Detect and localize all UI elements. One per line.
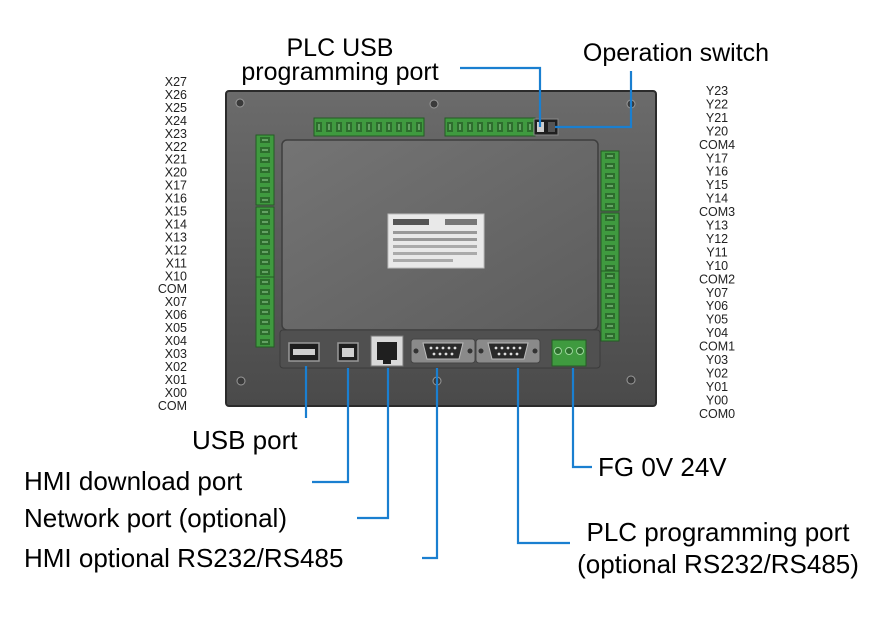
plc-usb-label-line2: programming port — [241, 58, 438, 86]
device-back-panel — [225, 90, 657, 407]
output-pin-label: Y13 — [706, 219, 728, 233]
input-pin-label: COM — [158, 282, 187, 296]
output-pin-label: Y10 — [706, 259, 728, 273]
output-pin-label: Y03 — [706, 353, 728, 367]
output-pin-label: COM1 — [699, 340, 735, 354]
network-port-label: Network port (optional) — [24, 503, 287, 533]
output-pin-label: Y14 — [706, 192, 728, 206]
input-pin-label: X20 — [165, 166, 187, 180]
input-pin-label: X25 — [165, 101, 187, 115]
input-pin-label: X04 — [165, 334, 187, 348]
fg-0v-24v-label: FG 0V 24V — [598, 452, 727, 482]
callout-lines — [304, 66, 633, 560]
input-pin-label: X12 — [165, 243, 187, 257]
input-pin-label: X15 — [165, 205, 187, 219]
input-pin-label: X21 — [165, 153, 187, 167]
plc-programming-port-label-line2: (optional RS232/RS485) — [577, 549, 859, 579]
output-pin-label: Y00 — [706, 393, 728, 407]
output-pin-label: Y21 — [706, 111, 728, 125]
output-pin-label: COM2 — [699, 272, 735, 286]
db9-port-icon[interactable] — [410, 338, 476, 364]
output-pin-label: Y05 — [706, 313, 728, 327]
input-pin-label: X26 — [165, 88, 187, 102]
terminal-block — [255, 276, 275, 348]
input-pin-label: X11 — [166, 256, 187, 270]
input-pin-label: X27 — [165, 75, 187, 89]
output-pin-labels: Y23Y22Y21Y20COM4Y17Y16Y15Y14COM3Y13Y12Y1… — [699, 84, 735, 421]
terminal-block — [600, 212, 620, 274]
operation-switch-label: Operation switch — [583, 39, 769, 67]
callout-line-plc-usb — [460, 66, 542, 127]
output-pin-label: Y01 — [706, 380, 728, 394]
input-pin-label: X14 — [165, 217, 187, 231]
output-pin-label: Y23 — [706, 84, 728, 98]
input-pin-label: X03 — [165, 347, 187, 361]
usb-port-label: USB port — [192, 425, 298, 455]
input-pin-label: X23 — [165, 127, 187, 141]
input-pin-label: X22 — [165, 140, 187, 154]
callout-line-hmi-download — [312, 368, 350, 484]
terminal-block — [600, 270, 620, 342]
callout-line-network — [357, 368, 390, 520]
terminal-block — [600, 150, 620, 212]
input-pin-label: X01 — [165, 373, 187, 387]
output-pin-label: Y16 — [706, 165, 728, 179]
terminal-block — [255, 134, 275, 206]
usb-port-icon[interactable] — [288, 342, 320, 362]
output-pin-label: COM3 — [699, 205, 735, 219]
terminal-block — [313, 117, 425, 137]
output-pin-label: COM0 — [699, 407, 735, 421]
output-pin-label: Y12 — [706, 232, 728, 246]
input-pin-label: X07 — [165, 295, 187, 309]
terminal-block — [255, 206, 275, 278]
output-pin-label: Y22 — [706, 97, 728, 111]
callout-line-operation-switch — [555, 71, 633, 129]
output-pin-label: Y06 — [706, 299, 728, 313]
input-pin-label: COM — [158, 399, 187, 413]
input-pin-label: X10 — [165, 269, 187, 283]
input-pin-label: X00 — [165, 386, 187, 400]
db9-port-icon[interactable] — [475, 338, 541, 364]
hmi-download-port[interactable] — [337, 342, 359, 362]
output-pin-label: Y17 — [706, 151, 728, 165]
input-pin-label: X24 — [165, 114, 187, 128]
input-pin-label: X17 — [165, 179, 187, 193]
power-terminal[interactable] — [551, 339, 587, 367]
input-pin-label: X16 — [165, 192, 187, 206]
operation-switch[interactable] — [533, 118, 559, 136]
plc-programming-port-label-line1: PLC programming port — [587, 517, 851, 547]
hmi-download-port-label: HMI download port — [24, 466, 243, 496]
rj45-port-icon[interactable] — [370, 335, 404, 367]
output-pin-label: Y11 — [706, 245, 727, 259]
callout-line-plc-programming — [516, 368, 570, 545]
output-pin-label: Y15 — [706, 178, 728, 192]
product-label — [387, 213, 485, 269]
input-pin-label: X05 — [165, 321, 187, 335]
input-pin-label: X13 — [165, 230, 187, 244]
terminal-block — [444, 117, 536, 137]
port-group — [288, 335, 587, 367]
input-pin-labels: X27X26X25X24X23X22X21X20X17X16X15X14X13X… — [158, 75, 187, 413]
callout-line-fg — [571, 368, 592, 469]
output-pin-label: COM4 — [699, 138, 735, 152]
output-pin-label: Y04 — [706, 326, 728, 340]
plc-usb-label-line1: PLC USB — [287, 34, 394, 62]
callout-line-hmi-rs — [422, 368, 439, 560]
hmi-rs232-rs485-label: HMI optional RS232/RS485 — [24, 543, 343, 573]
output-pin-label: Y20 — [706, 124, 728, 138]
input-pin-label: X06 — [165, 308, 187, 322]
output-pin-label: Y07 — [706, 286, 728, 300]
output-pin-label: Y02 — [706, 366, 728, 380]
input-pin-label: X02 — [165, 360, 187, 374]
